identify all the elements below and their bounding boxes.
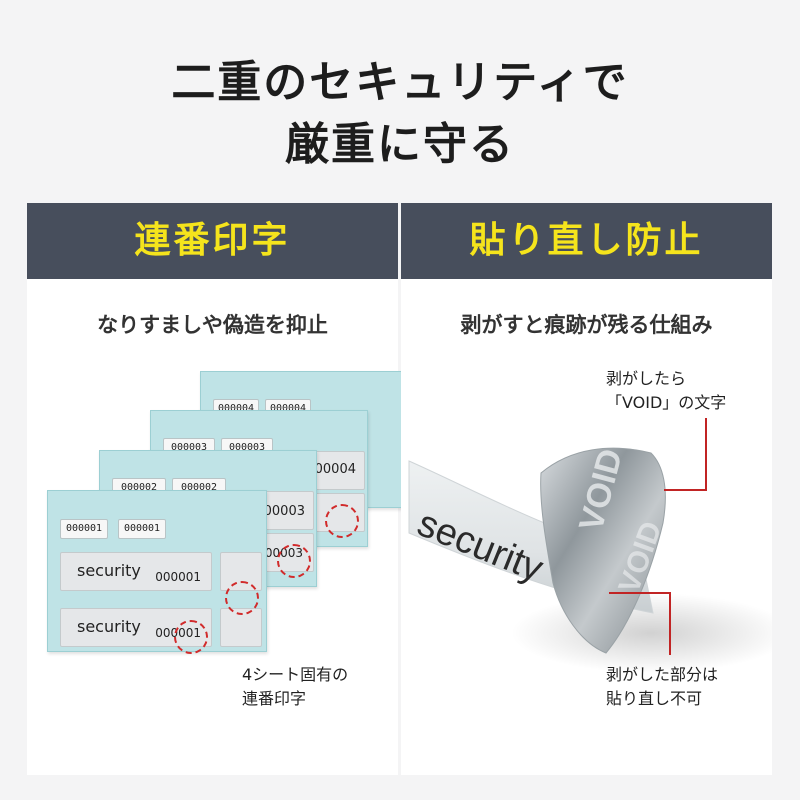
serial-highlight-marker (174, 620, 208, 654)
peeled-label-illustration: VOID VOID security (408, 445, 772, 673)
reattach-annotation: 剥がした部分は 貼り直し不可 (606, 663, 718, 711)
label-serial-number: 000003 (255, 504, 305, 519)
reattach-leader-line (609, 592, 671, 594)
anti-reattach-panel: 貼り直し防止 剥がすと痕跡が残る仕組み VOID VOI (401, 203, 772, 775)
void-leader-line (664, 489, 707, 491)
reattach-annotation-line-1: 剥がした部分は (606, 665, 719, 684)
serial-highlight-marker (277, 544, 311, 578)
serial-number-banner: 連番印字 (27, 203, 398, 279)
headline-line-1: 二重のセキュリティで (171, 57, 629, 108)
label-word: security (77, 617, 141, 636)
serial-number-panel: 連番印字 なりすましや偽造を抑止 000004 000004 000003 00… (27, 203, 418, 775)
curled-foil-label (540, 447, 666, 654)
serial-number-subtitle: なりすましや偽造を抑止 (97, 313, 328, 337)
serial-annotation-line-2: 連番印字 (242, 689, 307, 708)
security-label: security 000001 (60, 552, 212, 591)
label-sheet-1: 000001 000001 security 000001 security 0… (47, 490, 267, 652)
void-leader-line (705, 418, 707, 491)
void-annotation-line-1: 剥がしたら (606, 369, 687, 388)
serial-tag: 000001 (118, 519, 166, 539)
label-serial-number: 00004 (314, 462, 356, 477)
serial-annotation-line-1: 4シート固有の (242, 665, 349, 684)
anti-reattach-banner: 貼り直し防止 (401, 203, 772, 279)
page-headline: 二重のセキュリティで 厳重に守る (0, 52, 800, 176)
reattach-annotation-line-2: 貼り直し不可 (606, 689, 703, 708)
serial-highlight-marker (225, 581, 259, 615)
void-annotation: 剥がしたら 「VOID」の文字 (606, 367, 726, 415)
serial-annotation: 4シート固有の 連番印字 (242, 663, 348, 711)
reattach-leader-line (669, 592, 671, 655)
void-annotation-line-2: 「VOID」の文字 (606, 393, 727, 412)
headline-line-2: 厳重に守る (285, 119, 515, 170)
label-serial-number: 000001 (155, 570, 201, 584)
label-word: security (77, 561, 141, 580)
serial-tag: 000001 (60, 519, 108, 539)
serial-highlight-marker (325, 504, 359, 538)
anti-reattach-subtitle: 剥がすと痕跡が残る仕組み (460, 313, 713, 337)
